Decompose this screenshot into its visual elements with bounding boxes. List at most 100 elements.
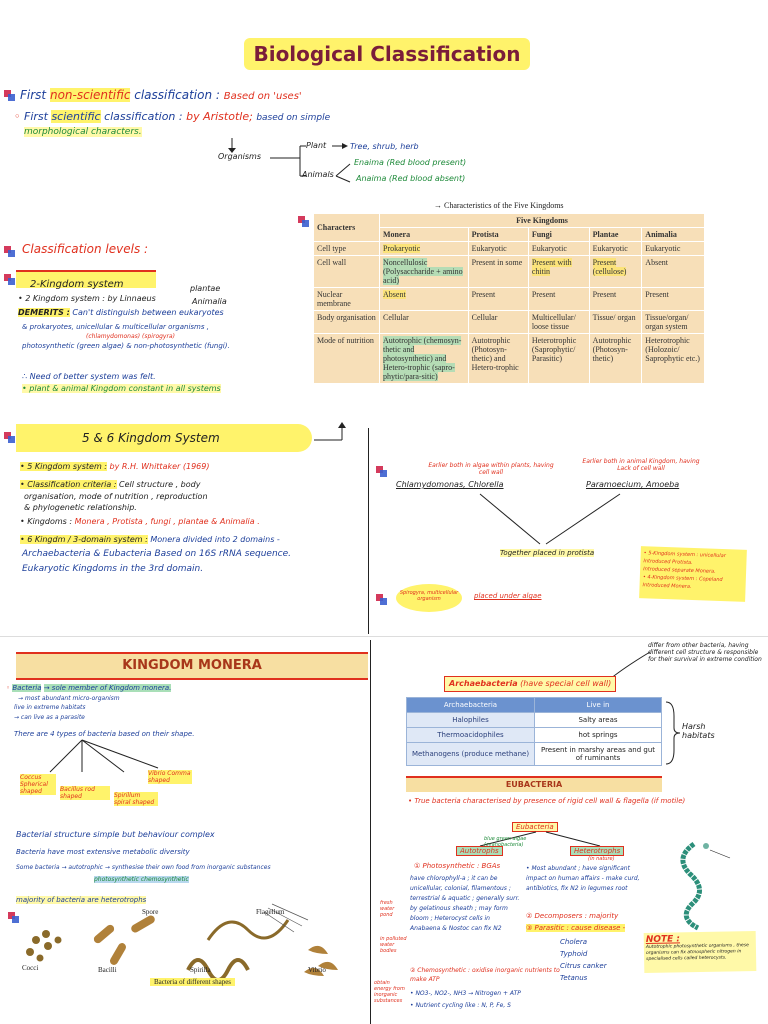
archae-heading: Archaebacteria (have special cell wall) [444, 676, 617, 692]
differ-note: differ from other bacteria, having diffe… [648, 642, 762, 663]
table-cell: Present [641, 287, 705, 311]
table-cell: Tissue/organ/ organ system [641, 310, 705, 334]
demerits-line-3: photosynthetic (green algae) & non-photo… [22, 342, 230, 350]
table-row: Methanogens (produce methane) Present in… [406, 742, 662, 766]
col-header: Protista [467, 227, 529, 242]
chemosynthetic-eq: • NO3-, NO2-, NH3 → Nitrogen + ATP [410, 990, 521, 997]
side-note-3: obtain energy from inorganic substances [374, 980, 405, 1004]
side-note-2: in polluted water bodies [380, 936, 407, 954]
table-row: Halophiles Salty areas [406, 712, 662, 728]
shape-vibrio: Vibrio Comma shaped [148, 770, 192, 784]
table-cell: Autotrophic (chemosyn-thetic and photosy… [379, 333, 469, 384]
need-line: ∴ Need of better system was felt. [22, 372, 156, 381]
archae-col-header: Live in [534, 697, 662, 713]
table-row: Mode of nutrition Autotrophic (chemosyn-… [313, 333, 705, 384]
kingdoms-line: • Kingdoms : Monera , Protista , fungi ,… [20, 517, 260, 526]
table-cell: Present [467, 287, 529, 311]
table-cell: Autotrophic (Photosyn-thetic) [588, 333, 643, 384]
placed-under-algae: placed under algae [474, 592, 542, 600]
organisms-tree [228, 138, 351, 183]
bullet-marker [4, 274, 15, 285]
six-kingdom-line-2: Archaebacteria & Eubacteria Based on 16S… [22, 549, 291, 559]
anaima-label: Anaima (Red blood absent) [356, 174, 466, 183]
hetero-line-2: ② Decomposers : majority [526, 912, 619, 920]
col-header: Animalia [641, 227, 705, 242]
right-organisms: Paramoecium, Amoeba [586, 480, 680, 489]
row-label: Nuclear membrane [313, 287, 380, 311]
monera-line-3: Some bacteria → autotrophic → synthesise… [16, 864, 271, 871]
col-header: Plantae [588, 227, 643, 242]
types-line: There are 4 types of bacteria based on t… [14, 730, 195, 738]
disease-4: Tetanus [560, 974, 588, 982]
col-header: Fungi [527, 227, 590, 242]
table-cell: Prokaryotic [379, 241, 469, 256]
table-caption: → Characteristics of the Five Kingdoms [434, 201, 564, 210]
true-bacteria: • True bacteria characterised by presenc… [408, 797, 686, 805]
table-cell: Present [527, 287, 590, 311]
fig-label-spore: Spore [142, 908, 159, 916]
eubacteria-banner: EUBACTERIA [406, 776, 662, 792]
shape-bacillus: Bacillus rod shaped [60, 786, 110, 800]
shape-coccus: Coccus Spherical shaped [20, 774, 56, 795]
plant-label: Plant [306, 141, 327, 150]
demerits-note: (chlamydomonas) (spirogyra) [86, 333, 175, 340]
table-corner: Characters [313, 213, 380, 242]
bacteria-sub-3: → can live as a parasite [14, 714, 85, 721]
plant-types: Tree, shrub, herb [350, 142, 419, 151]
monera-line-4: majority of bacteria are heterotrophs [16, 896, 147, 904]
table-cell: Halophiles [406, 712, 535, 728]
bullet-marker [4, 432, 15, 443]
disease-1: Cholera [560, 938, 588, 946]
table-cell: Tissue/ organ [588, 310, 643, 334]
row-label: Mode of nutrition [313, 333, 380, 384]
monera-banner: KINGDOM MONERA [16, 652, 368, 680]
sticky-note: • 5-Kingdom system : unicellular Introdu… [639, 546, 747, 602]
fig-label-spirilla: Spirilla [190, 966, 211, 974]
vertical-divider-bottom [370, 640, 371, 1024]
table-cell: Multicellular/ loose tissue [527, 310, 590, 334]
archae-col-header: Archaebacteria [406, 697, 535, 713]
col-header: Monera [379, 227, 469, 242]
table-cell: Present in some [467, 255, 529, 288]
together-label: Together placed in protista [500, 549, 595, 557]
table-cell: Methanogens (produce methane) [406, 742, 535, 766]
horizontal-divider [0, 636, 768, 637]
left-note: Earlier both in algae within plants, hav… [428, 462, 554, 476]
shape-spirillum: Spirillum spiral shaped [114, 792, 158, 806]
table-cell: hot springs [534, 727, 662, 743]
fig-label-vibrio: Vibrio [308, 966, 326, 974]
animalia-label: Animalia [192, 297, 227, 306]
table-cell: Salty areas [534, 712, 662, 728]
table-cell: Cellular [467, 310, 529, 334]
table-cell: Heterotrophic (Saprophytic/ Parasitic) [527, 333, 590, 384]
hetero-line-3: ③ Parasitic : cause disease - [526, 924, 626, 932]
bacteria-line: ◦ Bacteria → sole member of Kingdom mone… [6, 684, 172, 692]
table-cell: Heterotrophic (Holozoic/ Saprophytic etc… [641, 333, 705, 384]
intro-line-3: morphological characters. [24, 127, 142, 137]
two-kingdom-banner: 2-Kingdom system [16, 270, 156, 290]
five-kingdoms-table: Characters Five Kingdoms Monera Protista… [313, 213, 705, 384]
five-six-banner: 5 & 6 Kingdom System [16, 424, 312, 452]
right-note: Earlier both in animal Kingdom, having L… [582, 458, 700, 472]
six-kingdom-line-3: Eukaryotic Kingdoms in the 3rd domain. [22, 564, 204, 574]
table-row: Cell type Prokaryotic Eukaryotic Eukaryo… [313, 241, 705, 256]
monera-line-3b: photosynthetic chemosynthetic [94, 876, 189, 883]
eubacteria-branches [479, 831, 601, 847]
table-cell: Eukaryotic [467, 241, 529, 256]
side-note-1: fresh water pond [380, 900, 395, 918]
table-row: Cell wall Noncellulosic (Polysaccharide … [313, 255, 705, 288]
table-cell: Eukaryotic [527, 241, 590, 256]
row-label: Cell wall [313, 255, 380, 288]
bacteria-figure [26, 903, 338, 982]
demerits-line-2: & prokaryotes, unicellular & multicellul… [22, 323, 209, 331]
chemosynthetic-cycle: • Nutrient cycling like : N, P, Fe, S [410, 1002, 511, 1009]
hetero-line-1: • Most abundant ; have significant impac… [526, 865, 640, 892]
row-label: Body organisation [313, 310, 380, 334]
criteria-line: • Classification criteria : Cell structu… [20, 480, 201, 489]
note-box: NOTE : Autotrophic photosynthetic organi… [643, 931, 757, 973]
hetero-nature: (in nature) [588, 856, 615, 862]
table-row: Thermoacidophiles hot springs [406, 727, 662, 743]
connector-arrow [314, 422, 346, 441]
plantae-label: plantae [190, 284, 221, 293]
archae-table: Archaebacteria Live in Halophiles Salty … [406, 697, 662, 766]
